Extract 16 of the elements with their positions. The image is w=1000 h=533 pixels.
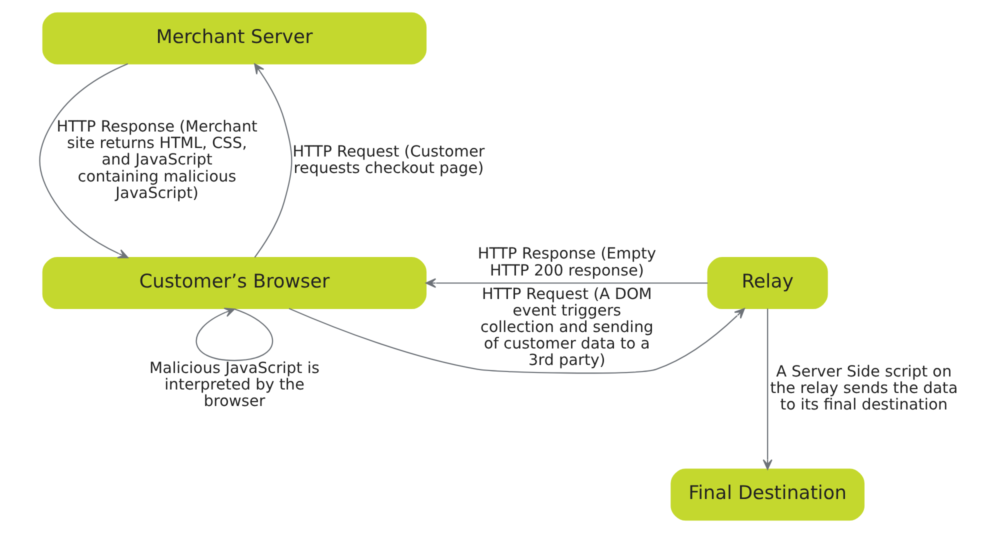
edge-label: HTTP Response (Empty HTTP 200 response) bbox=[478, 244, 656, 280]
arrow bbox=[39, 63, 128, 258]
node-box: Merchant Server bbox=[42, 12, 427, 64]
arrow bbox=[288, 308, 745, 374]
arrow bbox=[254, 63, 292, 258]
edge-label: HTTP Request (A DOM event triggers collection and sending of customer data to a 3rd party) bbox=[480, 284, 654, 370]
edge-label: HTTP Request (Customer requests checkout page) bbox=[292, 142, 485, 177]
node-box: Customer’s Browser bbox=[42, 257, 427, 310]
edge-label: Malicious JavaScript is interpreted by the browser bbox=[149, 358, 320, 410]
node-box: Relay bbox=[707, 257, 828, 310]
arrow bbox=[426, 278, 708, 288]
edge-label: A Server Side script on the relay sends the data to its final destination bbox=[770, 362, 958, 414]
arrow bbox=[196, 308, 274, 362]
node-box: Final Destination bbox=[670, 468, 865, 521]
arrow bbox=[762, 308, 772, 470]
edge-label: HTTP Response (Merchant site returns HTML, CSS, and JavaScript containing malicious JavaScript) bbox=[56, 118, 258, 202]
